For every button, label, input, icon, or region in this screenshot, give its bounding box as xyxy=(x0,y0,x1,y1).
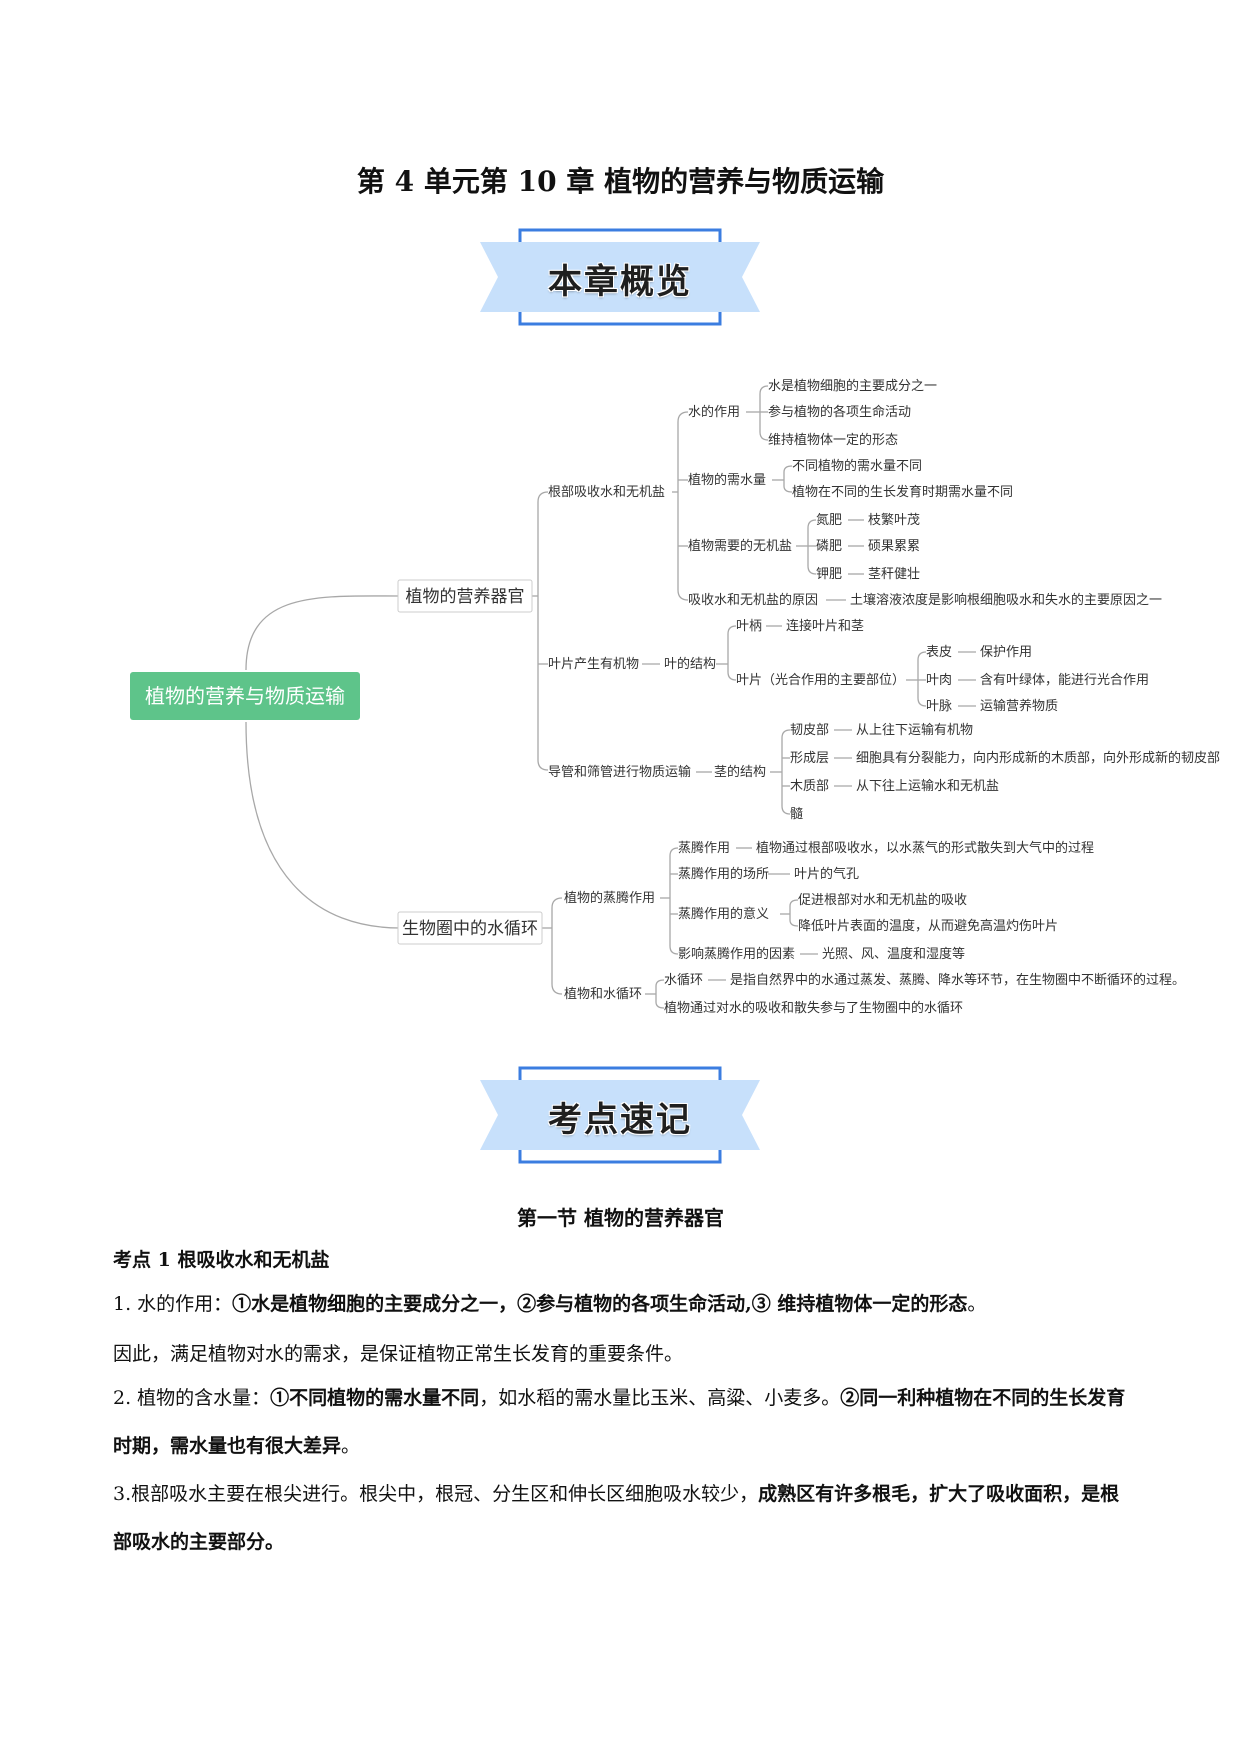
node-water-need-2: 植物在不同的生长发育时期需水量不同 xyxy=(792,484,1013,500)
node-xylem-detail: 从下往上运输水和无机盐 xyxy=(856,778,999,794)
node-n-effect: 枝繁叶茂 xyxy=(868,512,920,528)
node-transpiration: 植物的蒸腾作用 xyxy=(564,890,655,906)
node-water-role-3: 维持植物体一定的形态 xyxy=(768,432,898,448)
text-span: 。 xyxy=(341,1435,361,1457)
kaodian-heading: 考点 1 根吸收水和无机盐 xyxy=(113,1249,330,1271)
node-transport: 导管和筛管进行物质运输 xyxy=(548,764,691,780)
node-leaf-organic: 叶片产生有机物 xyxy=(548,657,639,672)
node-petiole-detail: 连接叶片和茎 xyxy=(786,618,864,634)
banner-title: 本章概览 xyxy=(548,262,692,302)
node-water-cycle-role: 植物通过对水的吸收和散失参与了生物圈中的水循环 xyxy=(664,1000,963,1016)
node-water-cycle-label: 生物圈中的水循环 xyxy=(402,919,538,939)
text-span-bold: 成熟区有许多根毛，扩大了吸收面积，是根部吸水的主要部分。 xyxy=(113,1483,1120,1553)
node-petiole: 叶柄 xyxy=(736,619,762,634)
node-pith: 髓 xyxy=(790,807,803,822)
node-water-cycle xyxy=(397,911,543,945)
text-span-bold: ①不同植物的需水量不同 xyxy=(270,1387,480,1409)
mind-map: 植物的营养与物质运输 植物的营养器官 生物圈中的水循环 根部吸收水和无机盐 水的… xyxy=(130,378,1220,1016)
node-mesophyll: 叶肉 xyxy=(926,673,952,688)
node-k-fert: 钾肥 xyxy=(816,567,842,582)
section-title: 第一节 植物的营养器官 xyxy=(517,1206,724,1230)
node-epidermis: 表皮 xyxy=(926,645,952,660)
node-water-role-2: 参与植物的各项生命活动 xyxy=(768,404,911,420)
node-water-need: 植物的需水量 xyxy=(688,472,766,488)
node-trans-def: 蒸腾作用 xyxy=(678,840,730,856)
node-trans-meaning-2: 降低叶片表面的温度，从而避免高温灼伤叶片 xyxy=(798,918,1058,934)
node-absorb-reason-detail: 土壤溶液浓度是影响根细胞吸水和失水的主要原因之一 xyxy=(850,592,1162,608)
paragraph-root-absorb: 3.根部吸水主要在根尖进行。根尖中，根冠、分生区和伸长区细胞吸水较少，成熟区有许… xyxy=(113,1470,1133,1566)
node-trans-meaning-1: 促进根部对水和无机盐的吸收 xyxy=(798,892,967,908)
node-vein-detail: 运输营养物质 xyxy=(980,698,1058,714)
node-n-fert: 氮肥 xyxy=(816,513,842,528)
node-trans-factors: 影响蒸腾作用的因素 xyxy=(678,946,795,962)
paragraph-water-need: 因此，满足植物对水的需求，是保证植物正常生长发育的重要条件。 xyxy=(113,1343,684,1365)
node-trans-meaning: 蒸腾作用的意义 xyxy=(678,906,769,922)
node-xylem: 木质部 xyxy=(790,779,829,794)
banner-ribbon-icon xyxy=(480,1066,760,1164)
node-cambium-detail: 细胞具有分裂能力，向内形成新的木质部，向外形成新的韧皮部 xyxy=(856,750,1220,766)
node-vein: 叶脉 xyxy=(926,699,952,714)
node-water-cycle-def: 水循环 xyxy=(664,973,703,988)
mindmap-root-label: 植物的营养与物质运输 xyxy=(145,684,345,708)
node-trans-factors-detail: 光照、风、温度和湿度等 xyxy=(822,946,965,962)
paragraph-water-role: 1. 水的作用：①水是植物细胞的主要成分之一，②参与植物的各项生命活动,③ 维持… xyxy=(113,1280,1133,1328)
node-trans-def-detail: 植物通过根部吸收水，以水蒸气的形式散失到大气中的过程 xyxy=(756,840,1094,856)
node-p-effect: 硕果累累 xyxy=(868,539,920,554)
key-points-banner: 考点速记 xyxy=(480,1066,760,1164)
node-phloem-detail: 从上往下运输有机物 xyxy=(856,722,973,738)
text-span: 。 xyxy=(967,1293,987,1315)
node-epidermis-detail: 保护作用 xyxy=(980,645,1032,660)
page-title: 第 4 单元第 10 章 植物的营养与物质运输 xyxy=(356,165,885,198)
node-trans-site: 蒸腾作用的场所 xyxy=(678,866,769,882)
banner-title: 考点速记 xyxy=(548,1100,692,1140)
text-span: ，如水稻的需水量比玉米、高粱、小麦多。 xyxy=(479,1387,841,1409)
node-leaf-structure: 叶的结构 xyxy=(664,656,716,672)
paragraph-water-content: 2. 植物的含水量：①不同植物的需水量不同，如水稻的需水量比玉米、高粱、小麦多。… xyxy=(113,1374,1133,1470)
node-mesophyll-detail: 含有叶绿体，能进行光合作用 xyxy=(980,672,1149,688)
text-span: 2. 植物的含水量： xyxy=(113,1387,271,1409)
node-water-cycle-detail: 是指自然界中的水通过蒸发、蒸腾、降水等环节，在生物圈中不断循环的过程。 xyxy=(730,972,1185,988)
node-stem-structure: 茎的结构 xyxy=(714,764,766,780)
text-span: 1. 水的作用： xyxy=(113,1293,233,1315)
node-p-fert: 磷肥 xyxy=(816,539,842,554)
node-water-role: 水的作用 xyxy=(688,404,740,420)
text-span-bold: ②同一利种植物在不同的生长发育时期，需水量也有很大差异 xyxy=(113,1387,1126,1457)
node-phloem: 韧皮部 xyxy=(790,723,829,738)
node-trans-site-detail: 叶片的气孔 xyxy=(794,866,859,882)
node-minerals: 植物需要的无机盐 xyxy=(688,538,792,554)
node-cambium: 形成层 xyxy=(790,751,829,766)
node-water-cycle-plant: 植物和水循环 xyxy=(564,987,642,1002)
text-span: 3.根部吸水主要在根尖进行。根尖中，根冠、分生区和伸长区细胞吸水较少， xyxy=(113,1483,759,1505)
node-root-absorb: 根部吸收水和无机盐 xyxy=(548,485,665,500)
node-absorb-reason: 吸收水和无机盐的原因 xyxy=(688,592,818,608)
node-water-role-1: 水是植物细胞的主要成分之一 xyxy=(768,378,937,394)
node-nutrition-organs xyxy=(397,579,533,613)
mindmap-root-node xyxy=(130,672,360,720)
chapter-overview-banner: 本章概览 xyxy=(480,228,760,326)
text-span-bold: ①水是植物细胞的主要成分之一，②参与植物的各项生命活动,③ 维持植物体一定的形态 xyxy=(232,1293,968,1315)
node-k-effect: 茎秆健壮 xyxy=(868,567,920,582)
node-nutrition-organs-label: 植物的营养器官 xyxy=(406,587,525,607)
node-blade: 叶片（光合作用的主要部位） xyxy=(736,672,905,688)
node-water-need-1: 不同植物的需水量不同 xyxy=(792,458,922,474)
banner-ribbon-icon xyxy=(480,228,760,326)
